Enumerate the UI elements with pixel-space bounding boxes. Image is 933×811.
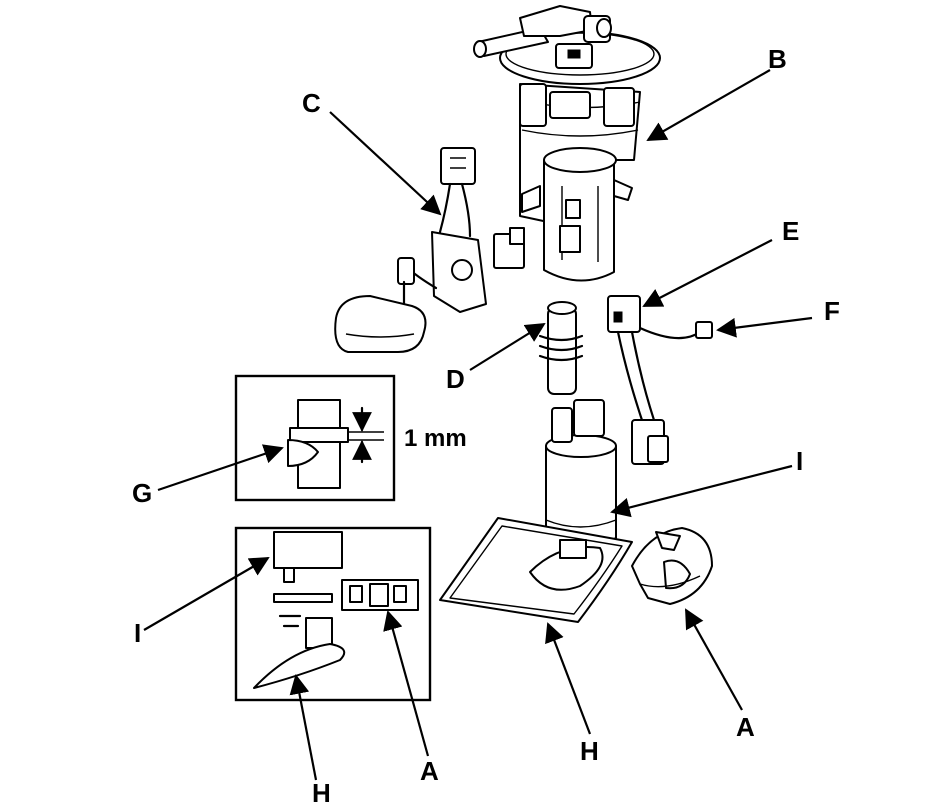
label-e: E xyxy=(782,216,799,246)
inset-assembly-detail xyxy=(234,526,432,702)
fuel-level-sender xyxy=(334,147,525,353)
fuel-filter-tube xyxy=(538,301,584,395)
leader-lines xyxy=(143,69,813,781)
inset-g-detail xyxy=(234,374,396,502)
label-a-inset: A xyxy=(420,756,439,786)
label-d: D xyxy=(446,364,465,394)
label-i-main: I xyxy=(796,446,803,476)
fuel-pump-motor xyxy=(545,399,617,548)
label-h-main: H xyxy=(580,736,599,766)
label-f: F xyxy=(824,296,840,326)
label-a-right: A xyxy=(736,712,755,742)
label-i-inset: I xyxy=(134,618,141,648)
label-c: C xyxy=(302,88,321,118)
label-h-inset: H xyxy=(312,778,331,808)
label-g: G xyxy=(132,478,152,508)
pump-harness xyxy=(607,295,713,465)
label-b: B xyxy=(768,44,787,74)
pump-housing-assembly xyxy=(473,5,661,282)
fuel-strainer xyxy=(439,517,633,623)
retainer-clip xyxy=(631,527,713,605)
dimension-label: 1 mm xyxy=(404,425,467,452)
